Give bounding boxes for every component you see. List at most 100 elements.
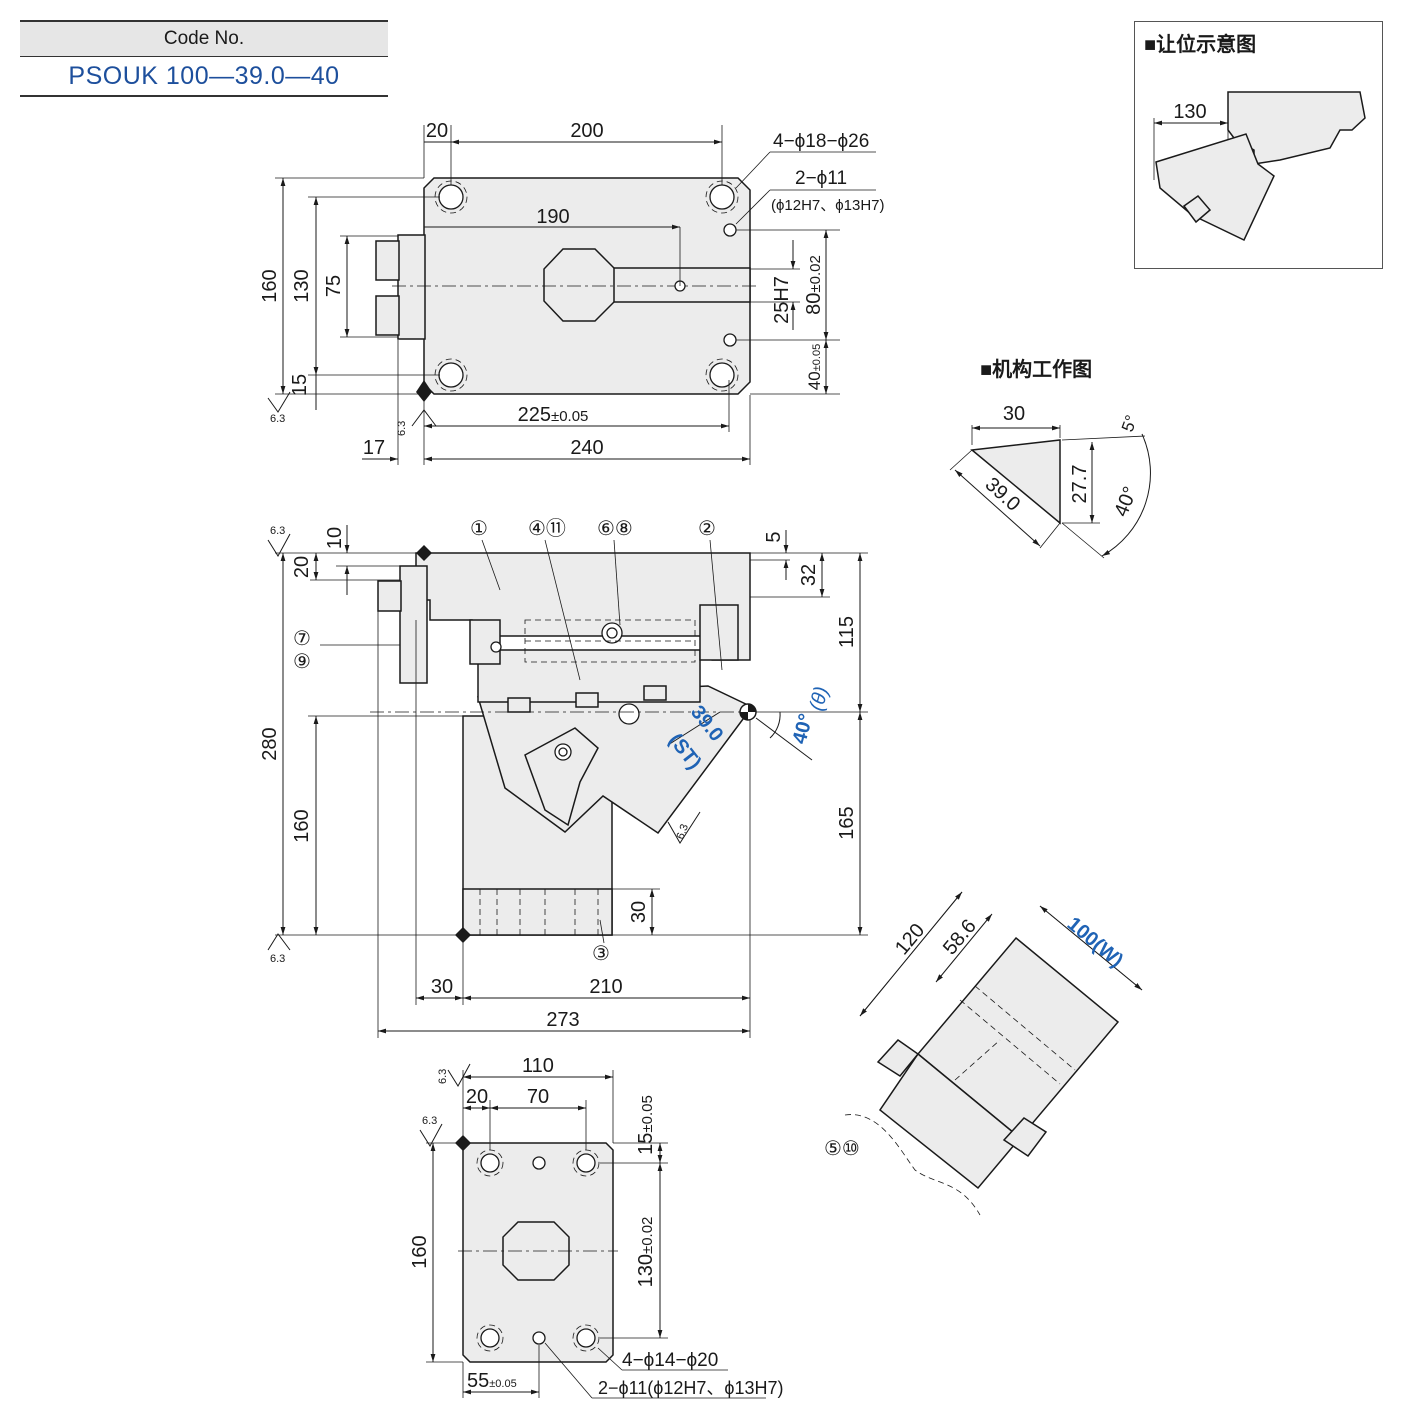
dim-front-20: 20 — [291, 556, 313, 578]
dim-front-30h: 30 — [431, 976, 453, 998]
dim-front-210: 210 — [589, 976, 622, 998]
top-view-counterbore-holes — [434, 180, 739, 392]
tol-top-225: ±0.05 — [551, 408, 588, 425]
front-view-stopper — [399, 565, 428, 684]
code-number-box: Code No. PSOUK 100—39.0—40 — [20, 20, 388, 97]
part-label-7: ⑦ — [293, 628, 311, 650]
dim-front-30v: 30 — [628, 901, 650, 923]
callout-top-4-holes: 4−ϕ18−ϕ26 — [773, 131, 869, 152]
roughness-label: 6.3 — [270, 953, 285, 965]
roughness-label: 6.3 — [396, 421, 408, 436]
svg-text:40±0.05: 40±0.05 — [805, 344, 824, 390]
iso-width: 100(W) — [1063, 913, 1127, 972]
dim-mech-5: 5° — [1118, 413, 1141, 435]
dim-top-130: 130 — [291, 269, 313, 302]
tol-bottom-15: ±0.05 — [639, 1095, 656, 1132]
part-label-3: ③ — [592, 943, 610, 965]
dim-bottom-130: 130 — [635, 1254, 657, 1287]
dim-front-32: 32 — [798, 564, 820, 586]
roughness-symbol — [411, 409, 437, 427]
top-view-pin-hole-b — [723, 333, 737, 347]
part-label-4-11: ④⑪ — [528, 517, 566, 540]
dim-iso-120: 120 — [891, 920, 929, 960]
svg-text:55±0.05: 55±0.05 — [467, 1370, 517, 1392]
mechanism-view: 30 27.7 39.0 40° 5° — [949, 403, 1151, 559]
dim-top-20: 20 — [426, 120, 448, 142]
dim-bottom-160: 160 — [409, 1235, 431, 1268]
dim-top-80: 80 — [803, 293, 825, 315]
svg-text:15±0.05: 15±0.05 — [635, 1095, 657, 1155]
top-view-stopper-b — [375, 295, 400, 336]
tol-top-80: ±0.02 — [807, 255, 824, 292]
top-view-stopper-a — [375, 240, 400, 281]
mechanism-inset-title: ■机构工作图 — [980, 359, 1093, 381]
clearance-inset-frame — [1134, 21, 1383, 269]
dim-bottom-70: 70 — [527, 1086, 549, 1108]
dim-top-17: 17 — [363, 437, 385, 459]
iso-part-label: ⑤⑩ — [824, 1138, 860, 1160]
dim-mech-30: 30 — [1003, 403, 1025, 425]
iso-block-lower — [878, 1052, 1022, 1190]
front-view-retainer-right — [699, 604, 739, 661]
part-label-1: ① — [470, 518, 488, 540]
front-view-base-foot — [462, 888, 613, 936]
front-view: ① ④⑪ ⑥⑧ ② ⑦ ⑨ ③ 280 160 10 20 115 165 — [259, 517, 868, 1038]
roughness-label: 6.3 — [437, 1069, 449, 1084]
tol-bottom-55: ±0.05 — [489, 1378, 516, 1390]
svg-text:225±0.05: 225±0.05 — [518, 404, 589, 426]
dim-bottom-110: 110 — [522, 1055, 554, 1077]
dim-front-273: 273 — [546, 1009, 579, 1031]
dim-mech-27: 27.7 — [1069, 465, 1091, 504]
dim-front-280: 280 — [259, 727, 281, 760]
svg-text:130±0.02: 130±0.02 — [635, 1217, 657, 1288]
part-label-9: ⑨ — [293, 651, 311, 673]
bottom-view: 110 20 70 160 15±0.05 130±0.02 55±0.05 4… — [409, 1055, 784, 1399]
angle-value: 40° — [789, 711, 818, 746]
clearance-top-block — [1227, 91, 1366, 165]
clearance-view: 130 — [1153, 91, 1366, 242]
dim-clearance-130: 130 — [1173, 101, 1206, 123]
dim-top-40: 40 — [805, 371, 824, 390]
front-view-clamp — [524, 727, 599, 827]
dim-top-240: 240 — [570, 437, 603, 459]
code-value: PSOUK 100—39.0—40 — [20, 57, 388, 97]
dim-top-225: 225 — [518, 404, 551, 426]
dim-front-10: 10 — [324, 527, 346, 549]
top-view-octagon-pocket — [543, 248, 616, 322]
code-header: Code No. — [20, 20, 388, 57]
dim-bottom-55: 55 — [467, 1370, 489, 1392]
dim-top-200: 200 — [570, 120, 603, 142]
mechanism-triangle — [970, 439, 1061, 525]
clearance-inset-title: ■让位示意图 — [1144, 34, 1257, 56]
dim-front-160: 160 — [291, 809, 313, 842]
dim-bottom-15: 15 — [635, 1133, 657, 1155]
dim-bottom-20: 20 — [466, 1086, 488, 1108]
svg-text:80±0.02: 80±0.02 — [803, 255, 825, 315]
dim-front-115: 115 — [836, 616, 858, 648]
dim-front-165: 165 — [836, 806, 858, 839]
tol-top-40: ±0.05 — [811, 344, 823, 371]
callout-bottom-2-holes: 2−ϕ11(ϕ12H7、ϕ13H7) — [598, 1378, 784, 1398]
callout-top-2-holes: 2−ϕ11 — [795, 168, 847, 189]
dim-top-75: 75 — [323, 275, 345, 297]
roughness-label: 6.3 — [270, 413, 285, 425]
top-view-side-block — [397, 234, 426, 340]
iso-view: 100(W) 120 58.6 ⑤⑩ — [824, 891, 1143, 1216]
callout-bottom-4-holes: 4−ϕ14−ϕ20 — [622, 1350, 718, 1371]
tol-bottom-130: ±0.02 — [639, 1217, 656, 1254]
angle-label: (θ) — [806, 684, 834, 713]
part-label-2: ② — [698, 518, 716, 540]
clearance-tilted-plate — [1155, 133, 1275, 242]
dim-top-25h7: 25H7 — [771, 276, 793, 324]
dim-mech-40: 40° — [1110, 484, 1142, 520]
roughness-label: 6.3 — [675, 823, 692, 841]
roughness-label: 6.3 — [422, 1115, 437, 1127]
dim-top-190: 190 — [536, 206, 569, 228]
dim-front-5: 5 — [763, 531, 785, 542]
dim-iso-58: 58.6 — [939, 915, 981, 959]
dim-top-15: 15 — [289, 374, 311, 396]
roughness-symbol — [267, 391, 291, 413]
dim-top-160: 160 — [259, 269, 281, 302]
callout-top-2-holes-tol: (ϕ12H7、ϕ13H7) — [771, 197, 885, 214]
